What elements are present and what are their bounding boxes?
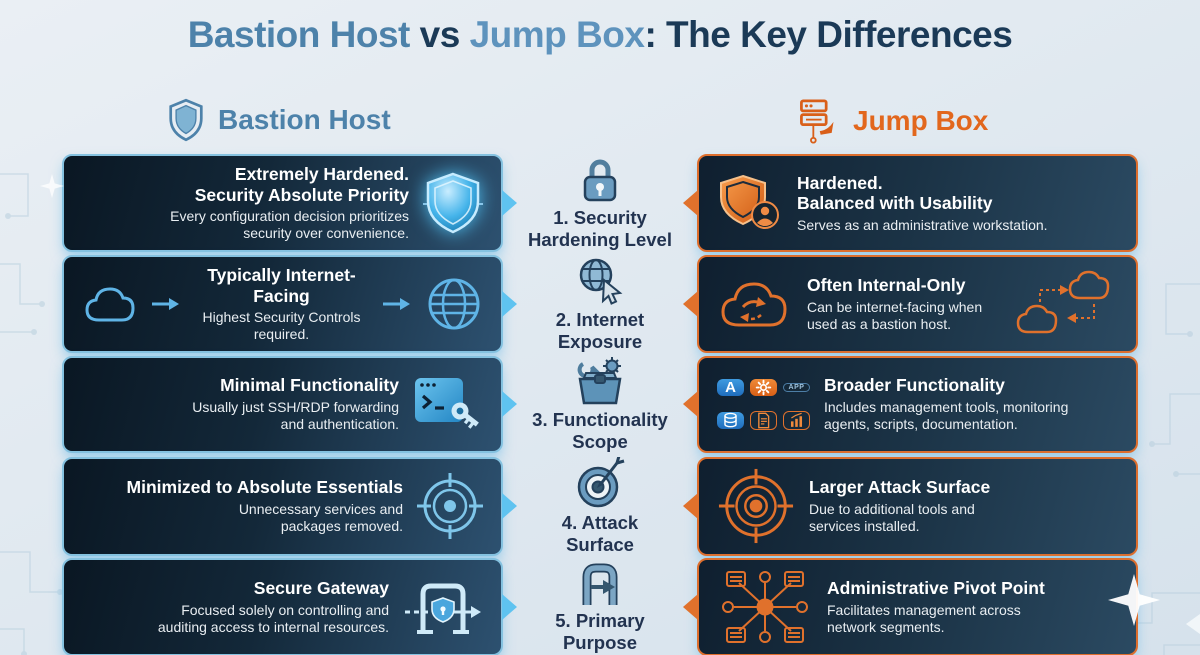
cloud-icon: [82, 282, 138, 326]
card-subtitle: Includes management tools, monitoring ag…: [824, 399, 1069, 433]
card-title: Minimal Functionality: [220, 375, 399, 396]
globe-icon: [425, 275, 483, 333]
page-title: Bastion Host vs Jump Box: The Key Differ…: [0, 14, 1200, 56]
jumpbox-card-functionality: A APP: [697, 356, 1138, 453]
crosshair-icon: [417, 473, 483, 540]
terminal-key-icon: [413, 375, 483, 433]
bastion-host-header: Bastion Host: [168, 98, 391, 142]
circuit-decoration: [1149, 283, 1200, 477]
arrow-right-icon: [383, 296, 411, 312]
card-title: Hardened. Balanced with Usability: [797, 172, 993, 214]
bastion-card-functionality: Minimal Functionality Usually just SSH/R…: [62, 356, 503, 453]
row-internet-exposure: Typically Internet-Facing Highest Securi…: [62, 255, 1138, 354]
category-label: 4. Attack Surface: [561, 512, 639, 555]
card-subtitle: Highest Security Controls required.: [202, 309, 361, 343]
server-arrow-icon: [795, 98, 839, 144]
category-label: 1. Security Hardening Level: [528, 206, 672, 250]
card-title: Broader Functionality: [824, 375, 1005, 396]
card-title: Secure Gateway: [253, 578, 389, 599]
row-primary-purpose: Secure Gateway Focused solely on control…: [62, 558, 1138, 655]
card-subtitle: Focused solely on controlling and auditi…: [157, 601, 389, 635]
cloud-network-icon: [1014, 268, 1118, 340]
doorway-arrow-icon: [577, 561, 623, 607]
toolbox-icon: [572, 356, 628, 406]
cloud-sync-icon: [717, 275, 793, 333]
card-title: Minimized to Absolute Essentials: [126, 477, 403, 498]
app-grid-icons: A APP: [717, 374, 810, 434]
crosshair-icon: [717, 467, 795, 545]
card-title: Typically Internet-Facing: [207, 265, 356, 306]
card-subtitle: Due to additional tools and services ins…: [809, 501, 975, 535]
category-security-hardening: 1. Security Hardening Level: [503, 154, 697, 252]
target-dart-icon: [573, 457, 627, 509]
column-headers: Bastion Host Jump Box: [0, 98, 1200, 148]
card-title: Administrative Pivot Point: [827, 578, 1045, 599]
gear-icon: [750, 379, 777, 397]
title-bastion: Bastion Host: [187, 14, 411, 55]
chart-icon: [783, 411, 810, 431]
title-jump: Jump Box: [469, 14, 645, 55]
category-primary-purpose: 5. Primary Purpose: [503, 558, 697, 655]
padlock-icon: [580, 156, 620, 204]
category-label: 5. Primary Purpose: [555, 609, 645, 653]
jumpbox-card-purpose: Administrative Pivot Point Facilitates m…: [697, 558, 1138, 655]
database-icon: [717, 412, 744, 430]
card-subtitle: Facilitates management across network se…: [827, 601, 1021, 635]
card-subtitle: Unnecessary services and packages remove…: [238, 501, 403, 535]
category-label: 3. Functionality Scope: [532, 409, 668, 452]
circuit-decoration: [0, 173, 45, 335]
comparison-rows: Extremely Hardened. Security Absolute Pr…: [62, 154, 1138, 655]
jumpbox-card-attack-surface: Larger Attack Surface Due to additional …: [697, 457, 1138, 556]
glowing-shield-icon: [423, 171, 483, 235]
title-vs: vs: [409, 14, 470, 55]
bastion-card-hardening: Extremely Hardened. Security Absolute Pr…: [62, 154, 503, 253]
network-hub-icon: [717, 568, 813, 646]
document-icon: [750, 411, 777, 431]
shield-user-icon: [717, 174, 783, 232]
row-attack-surface: Minimized to Absolute Essentials Unneces…: [62, 457, 1138, 556]
bastion-card-attack-surface: Minimized to Absolute Essentials Unneces…: [62, 457, 503, 556]
category-label: 2. Internet Exposure: [555, 308, 645, 352]
card-subtitle: Every configuration decision prioritizes…: [170, 208, 409, 242]
bastion-card-purpose: Secure Gateway Focused solely on control…: [62, 558, 503, 655]
card-title: Often Internal-Only: [807, 275, 966, 296]
category-functionality-scope: 3. Functionality Scope: [503, 356, 697, 453]
circuit-decoration: [0, 551, 63, 655]
title-rest: : The Key Differences: [644, 14, 1013, 55]
shield-outline-icon: [168, 98, 204, 142]
row-security-hardening: Extremely Hardened. Security Absolute Pr…: [62, 154, 1138, 253]
card-title: Larger Attack Surface: [809, 477, 991, 498]
globe-cursor-icon: [575, 256, 625, 306]
bastion-host-header-label: Bastion Host: [218, 104, 391, 135]
jump-box-header-label: Jump Box: [853, 105, 989, 136]
app-badge-icon: APP: [783, 383, 810, 393]
jump-box-header: Jump Box: [795, 98, 988, 144]
arrow-right-icon: [152, 296, 180, 312]
bastion-card-exposure: Typically Internet-Facing Highest Securi…: [62, 255, 503, 354]
appstore-icon: A: [717, 379, 744, 397]
gateway-shield-icon: [403, 578, 483, 636]
jumpbox-card-exposure: Often Internal-Only Can be internet-faci…: [697, 255, 1138, 354]
card-title: Extremely Hardened. Security Absolute Pr…: [194, 164, 409, 205]
category-internet-exposure: 2. Internet Exposure: [503, 255, 697, 353]
jumpbox-card-hardening: Hardened. Balanced with Usability Serves…: [697, 154, 1138, 253]
card-subtitle: Can be internet-facing when used as a ba…: [807, 298, 983, 333]
category-attack-surface: 4. Attack Surface: [503, 457, 697, 556]
card-subtitle: Usually just SSH/RDP forwarding and auth…: [192, 399, 399, 433]
edge-arrow-icon: [1186, 614, 1200, 634]
row-functionality-scope: Minimal Functionality Usually just SSH/R…: [62, 356, 1138, 453]
card-subtitle: Serves as an administrative workstation.: [797, 216, 1048, 233]
